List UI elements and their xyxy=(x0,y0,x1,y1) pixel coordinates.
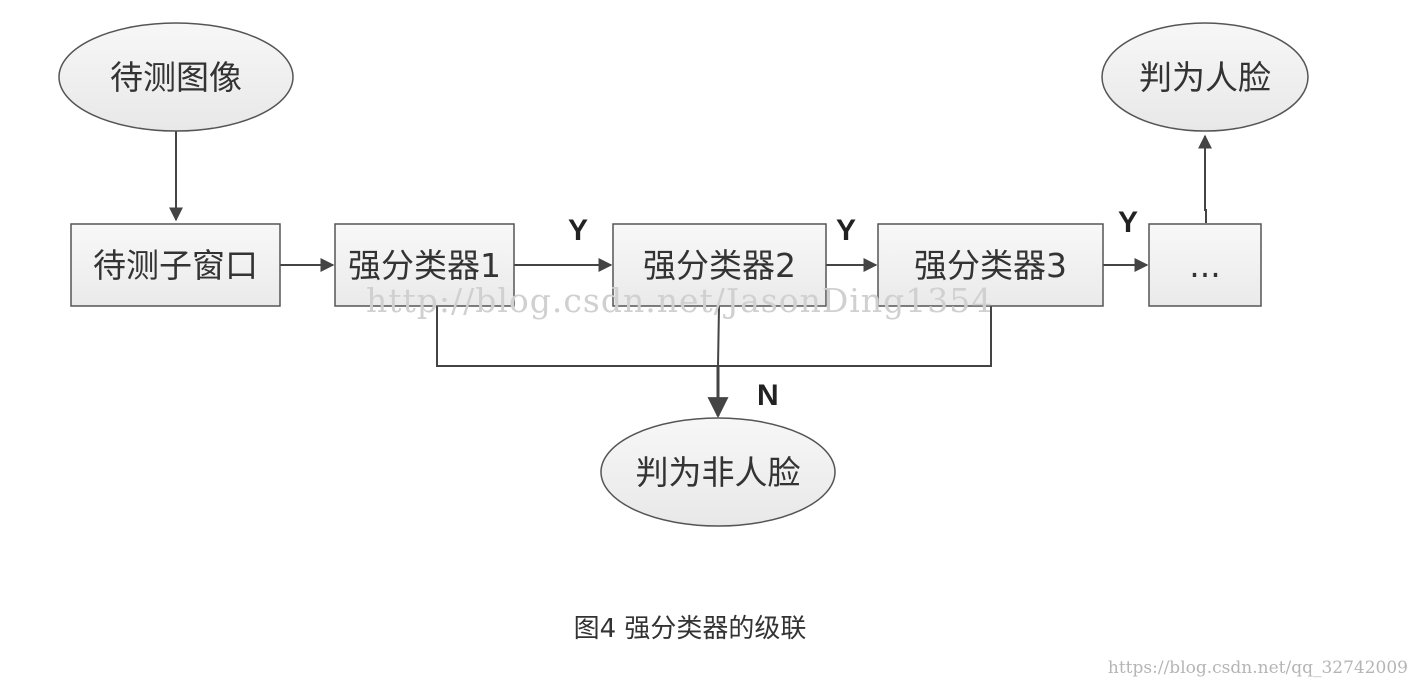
node-input-image: 待测图像 xyxy=(58,22,294,132)
node-not-face: 判为非人脸 xyxy=(600,417,836,527)
node-sub-window-label: 待测子窗口 xyxy=(93,246,258,285)
watermark-corner: https://blog.csdn.net/qq_32742009 xyxy=(1107,658,1408,678)
node-input-image-label: 待测图像 xyxy=(110,58,242,97)
node-classifier-1-label: 强分类器1 xyxy=(348,246,501,285)
node-is-face: 判为人脸 xyxy=(1101,22,1309,132)
edge-label-no: N xyxy=(757,379,779,412)
edge-label-yes-2: Y xyxy=(836,214,856,247)
figure-caption: 图4 强分类器的级联 xyxy=(573,614,807,644)
edge-c2-reject xyxy=(717,305,720,367)
node-is-face-label: 判为人脸 xyxy=(1139,58,1271,97)
node-more-label: ... xyxy=(1189,246,1220,285)
node-not-face-label: 判为非人脸 xyxy=(636,453,801,492)
watermark-middle: http://blog.csdn.net/JasonDing1354 xyxy=(366,281,993,320)
edge-reject-bus xyxy=(436,306,992,367)
edge-more-to-face xyxy=(1198,134,1212,223)
edge-label-yes-1: Y xyxy=(568,214,588,247)
edges xyxy=(169,131,1212,419)
node-classifier-1: 强分类器1 xyxy=(334,223,515,307)
node-classifier-3: 强分类器3 xyxy=(877,223,1104,307)
node-classifier-2-label: 强分类器2 xyxy=(643,246,796,285)
node-classifier-3-label: 强分类器3 xyxy=(914,246,1067,285)
edge-label-yes-3: Y xyxy=(1118,206,1138,239)
node-more: ... xyxy=(1148,223,1262,307)
node-sub-window: 待测子窗口 xyxy=(70,223,281,307)
node-classifier-2: 强分类器2 xyxy=(612,223,827,307)
